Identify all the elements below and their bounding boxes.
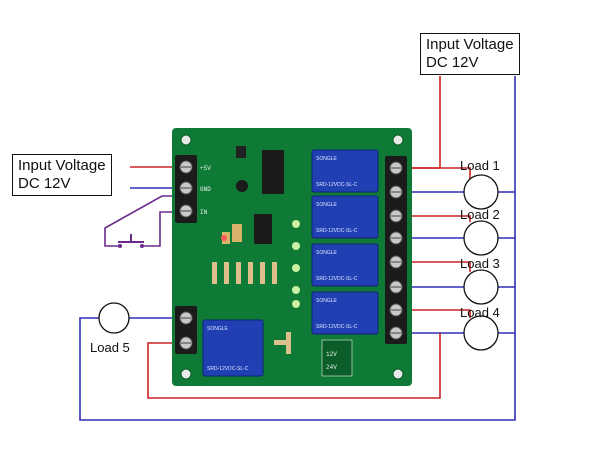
svg-text:GND: GND xyxy=(200,186,211,193)
relay-part-number-text: SRD-12VDC-SL-C xyxy=(316,324,358,330)
relay-3: SONGLE SRD-12VDC-SL-C xyxy=(311,243,379,287)
wire-load4-positive xyxy=(405,309,471,318)
relay-brand-text: SONGLE xyxy=(316,156,338,162)
load-1-label: Load 1 xyxy=(460,158,500,173)
output-terminal-block xyxy=(385,156,407,344)
input-voltage-value-left: DC 12V xyxy=(18,175,71,192)
voltage-option-24v: 24V xyxy=(326,364,337,371)
load-2-symbol xyxy=(463,220,499,256)
voltage-option-12v: 12V xyxy=(326,351,337,358)
load-1-symbol xyxy=(463,174,499,210)
load-4-label: Load 4 xyxy=(460,305,500,320)
relay-brand-text: SONGLE xyxy=(316,298,338,304)
relay-brand-text: SONGLE xyxy=(316,250,338,256)
input-voltage-label-top: Input Voltage DC 12V xyxy=(420,33,520,75)
input-voltage-title-left: Input Voltage xyxy=(18,157,106,174)
relay-5: SONGLE SRD-12VDC-SL-C xyxy=(202,319,264,377)
svg-text:+5V: +5V xyxy=(200,165,211,172)
load-3-symbol xyxy=(463,269,499,305)
load-circles xyxy=(98,174,499,351)
push-button-switch xyxy=(118,234,144,248)
wire-switch xyxy=(104,195,178,247)
input-voltage-label-left: Input Voltage DC 12V xyxy=(12,154,112,196)
relay-brand-text: SONGLE xyxy=(207,326,229,332)
wire-load2-positive xyxy=(405,215,471,222)
load-5-symbol xyxy=(98,302,130,334)
wire-load3-positive xyxy=(405,261,471,272)
mounting-hole-icon xyxy=(180,368,192,380)
relay-brand-text: SONGLE xyxy=(316,202,338,208)
relay-2: SONGLE SRD-12VDC-SL-C xyxy=(311,195,379,239)
relay-1: SONGLE SRD-12VDC-SL-C xyxy=(311,149,379,193)
relay-4: SONGLE SRD-12VDC-SL-C xyxy=(311,291,379,335)
load-5-label: Load 5 xyxy=(90,340,130,355)
mounting-hole-icon xyxy=(180,134,192,146)
load-2-label: Load 2 xyxy=(460,207,500,222)
wire-load1-positive xyxy=(405,167,471,180)
resistors xyxy=(212,262,291,354)
wire-load5-positive xyxy=(147,333,441,399)
input-terminal-block: +5V GND IN xyxy=(175,155,211,223)
wires xyxy=(79,76,516,421)
mounting-hole-icon xyxy=(392,134,404,146)
relays: SONGLE SRD-12VDC-SL-C SONGLE SRD-12VDC-SL-C… xyxy=(202,149,379,377)
mounting-hole-icon xyxy=(392,368,404,380)
voltage-selector: 12V 24V xyxy=(321,339,353,377)
input-voltage-value-top: DC 12V xyxy=(426,54,479,71)
svg-text:IN: IN xyxy=(200,209,208,216)
status-leds xyxy=(221,220,300,308)
input-voltage-title-top: Input Voltage xyxy=(426,36,514,53)
load-3-label: Load 3 xyxy=(460,256,500,271)
load-4-symbol xyxy=(463,315,499,351)
relay-board: +5V GND IN xyxy=(172,128,412,386)
relay-part-number-text: SRD-12VDC-SL-C xyxy=(316,228,358,234)
load5-terminal-block xyxy=(175,306,197,354)
relay-part-number-text: SRD-12VDC-SL-C xyxy=(316,182,358,188)
relay-part-number-text: SRD-12VDC-SL-C xyxy=(316,276,358,282)
wire-top-input-negative xyxy=(79,76,516,421)
relay-part-number-text: SRD-12VDC-SL-C xyxy=(207,366,249,372)
